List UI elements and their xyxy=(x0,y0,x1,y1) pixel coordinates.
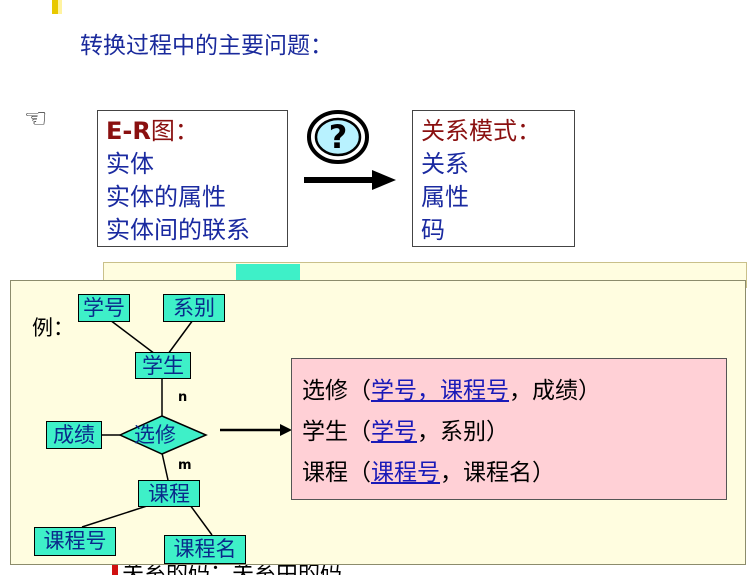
page-heading: 转换过程中的主要问题： xyxy=(80,33,333,59)
relation-item: 属性 xyxy=(421,183,469,211)
paren: （ xyxy=(348,419,371,445)
relation-result-box: 选修（学号，课程号，成绩） 学生（学号，系别） 课程（课程号，课程名） xyxy=(291,358,727,500)
er-item: 实体的属性 xyxy=(106,183,226,211)
relation-name: 学生 xyxy=(302,419,348,445)
right-arrow-icon xyxy=(304,170,396,190)
relation-enroll: 选修（学号，课程号，成绩） xyxy=(302,371,726,412)
relationship-enroll: 选修 xyxy=(134,423,176,447)
relation-schema-box: 关系模式： 关系 属性 码 xyxy=(412,110,575,247)
relation-attributes: ，成绩） xyxy=(509,378,601,404)
relation-item: 码 xyxy=(421,216,445,244)
enroll-diamond xyxy=(118,415,208,455)
relation-course: 课程（课程号，课程名） xyxy=(302,453,726,494)
attribute-course-id: 课程号 xyxy=(34,527,116,556)
relation-name: 选修 xyxy=(302,378,348,404)
attribute-course-name: 课程名 xyxy=(164,535,246,564)
obscured-bullet xyxy=(112,560,118,575)
paren: （ xyxy=(348,460,371,486)
svg-text:?: ? xyxy=(329,118,348,156)
relation-attributes: ，系别） xyxy=(417,419,509,445)
title-marker-shadow xyxy=(58,0,62,14)
er-diagram-box: E-R图： 实体 实体的属性 实体间的联系 xyxy=(97,110,288,247)
er-box-title: E-R图： xyxy=(106,115,287,148)
er-item: 实体间的联系 xyxy=(106,216,250,244)
relation-item: 关系 xyxy=(421,150,469,178)
obscured-entity-fragment xyxy=(236,264,300,284)
title-marker xyxy=(52,0,58,14)
attribute-student-id: 学号 xyxy=(78,294,130,322)
attribute-department: 系别 xyxy=(163,294,225,322)
er-item: 实体 xyxy=(106,150,154,178)
primary-key: 课程号 xyxy=(371,460,440,486)
primary-key: 学号 xyxy=(371,419,417,445)
relation-student: 学生（学号，系别） xyxy=(302,412,726,453)
pointing-hand-icon: ☜ xyxy=(24,104,48,134)
cardinality-n: n xyxy=(178,390,188,405)
paren: （ xyxy=(348,378,371,404)
cardinality-m: m xyxy=(178,458,192,473)
relation-attributes: ，课程名） xyxy=(440,460,555,486)
relation-box-title: 关系模式： xyxy=(421,117,541,145)
question-mark-icon: ? xyxy=(307,110,369,164)
relation-name: 课程 xyxy=(302,460,348,486)
primary-key: 学号，课程号 xyxy=(371,378,509,404)
example-label: 例： xyxy=(32,316,74,340)
er-title-bold: E-R xyxy=(106,117,151,145)
entity-student: 学生 xyxy=(135,352,191,379)
er-title-rest: 图： xyxy=(150,117,199,145)
attribute-grade: 成绩 xyxy=(46,421,102,449)
entity-course: 课程 xyxy=(138,480,200,507)
